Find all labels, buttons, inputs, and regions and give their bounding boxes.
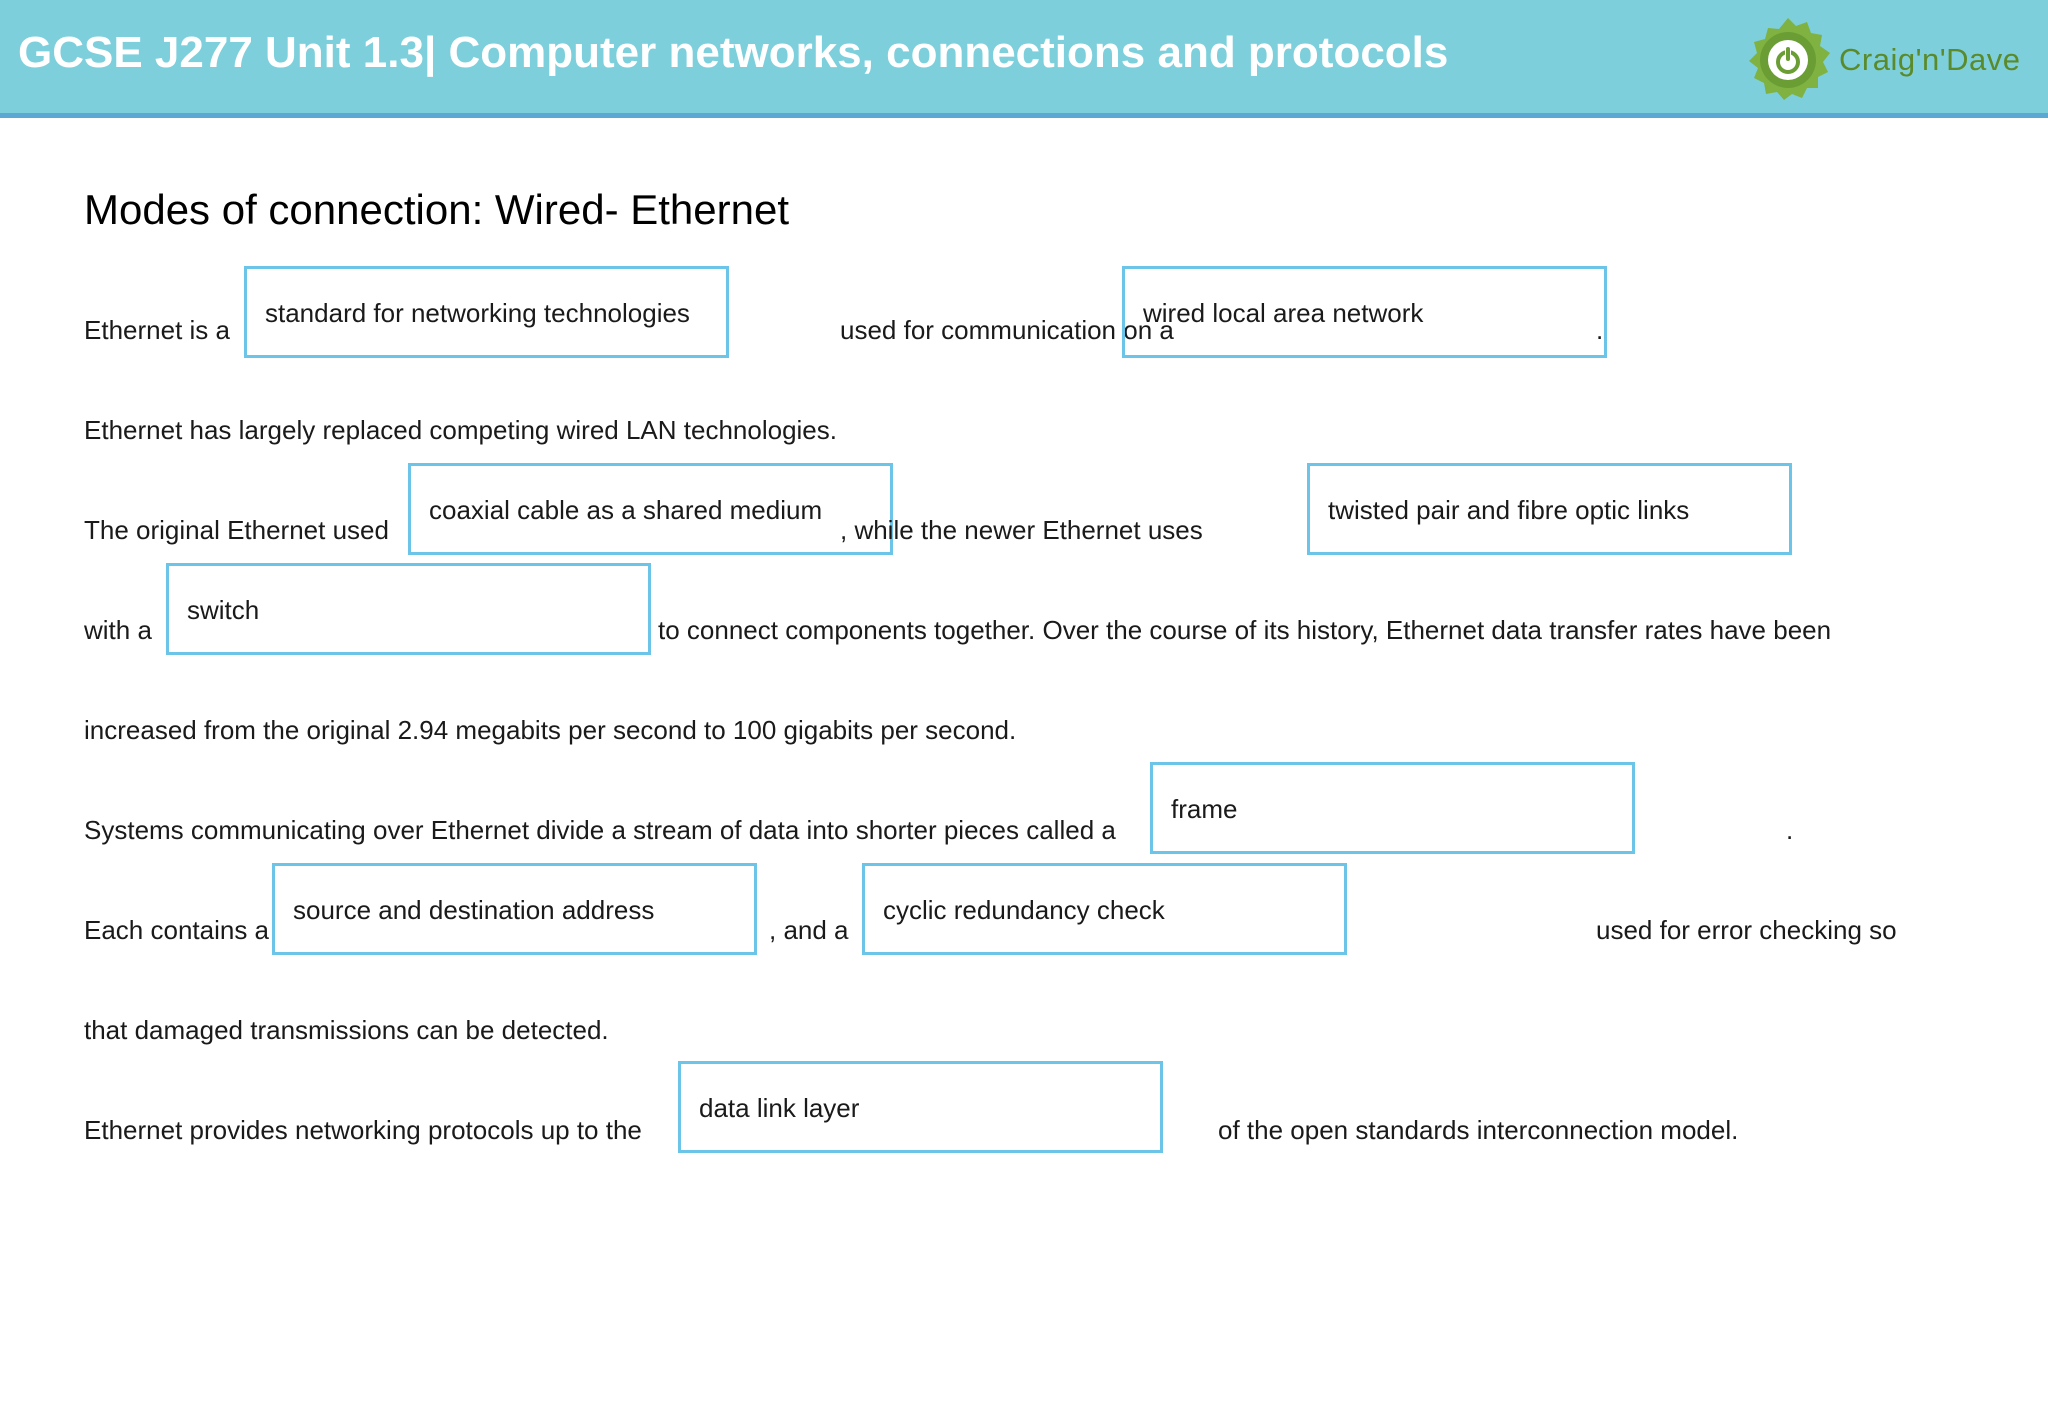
answer-box[interactable]: twisted pair and fibre optic links [1307, 463, 1792, 555]
answer-box[interactable]: source and destination address [272, 863, 757, 955]
sentence-fragment: , while the newer Ethernet uses [840, 515, 1203, 545]
answer-box[interactable]: data link layer [678, 1061, 1163, 1153]
sentence-text: increased from the original 2.94 megabit… [84, 715, 1017, 745]
sentence-fragment: of the open standards interconnection mo… [1218, 1115, 1739, 1145]
brand-name: Craig'n'Dave [1839, 42, 2021, 77]
brand-logo: Craig'n'Dave [1744, 16, 2034, 102]
header-bar: GCSE J277 Unit 1.3| Computer networks, c… [0, 0, 2048, 118]
page-title: GCSE J277 Unit 1.3| Computer networks, c… [18, 28, 1449, 77]
answer-box[interactable]: switch [166, 563, 651, 655]
sentence-fragment: The original Ethernet used [84, 515, 389, 545]
sentence-fragment: used for error checking so [1596, 915, 1897, 945]
sentence-fragment: Ethernet is a [84, 315, 230, 345]
sentence-fragment: Each contains a [84, 915, 270, 945]
sentence-fragment: Ethernet provides networking protocols u… [84, 1115, 642, 1145]
sentence-fragment: . [1786, 815, 1794, 845]
sentence-fragment: used for communication on a [840, 315, 1174, 345]
answer-box[interactable]: wired local area network [1122, 266, 1607, 358]
sentence-fragment: Systems communicating over Ethernet divi… [84, 815, 1116, 845]
answer-box[interactable]: coaxial cable as a shared medium [408, 463, 893, 555]
sentence-fragment: . [1596, 315, 1604, 345]
sentence-fragment: with a [84, 615, 152, 645]
answer-box[interactable]: standard for networking technologies [244, 266, 729, 358]
section-heading: Modes of connection: Wired- Ethernet [84, 186, 790, 233]
power-icon [1749, 18, 1830, 100]
answer-box[interactable]: cyclic redundancy check [862, 863, 1347, 955]
sentence-text: that damaged transmissions can be detect… [84, 1015, 609, 1045]
sentence-text: Ethernet has largely replaced competing … [84, 415, 837, 445]
sentence-fragment: to connect components together. Over the… [658, 615, 1832, 645]
answer-box[interactable]: frame [1150, 762, 1635, 854]
sentence-fragment: , and a [769, 915, 849, 945]
